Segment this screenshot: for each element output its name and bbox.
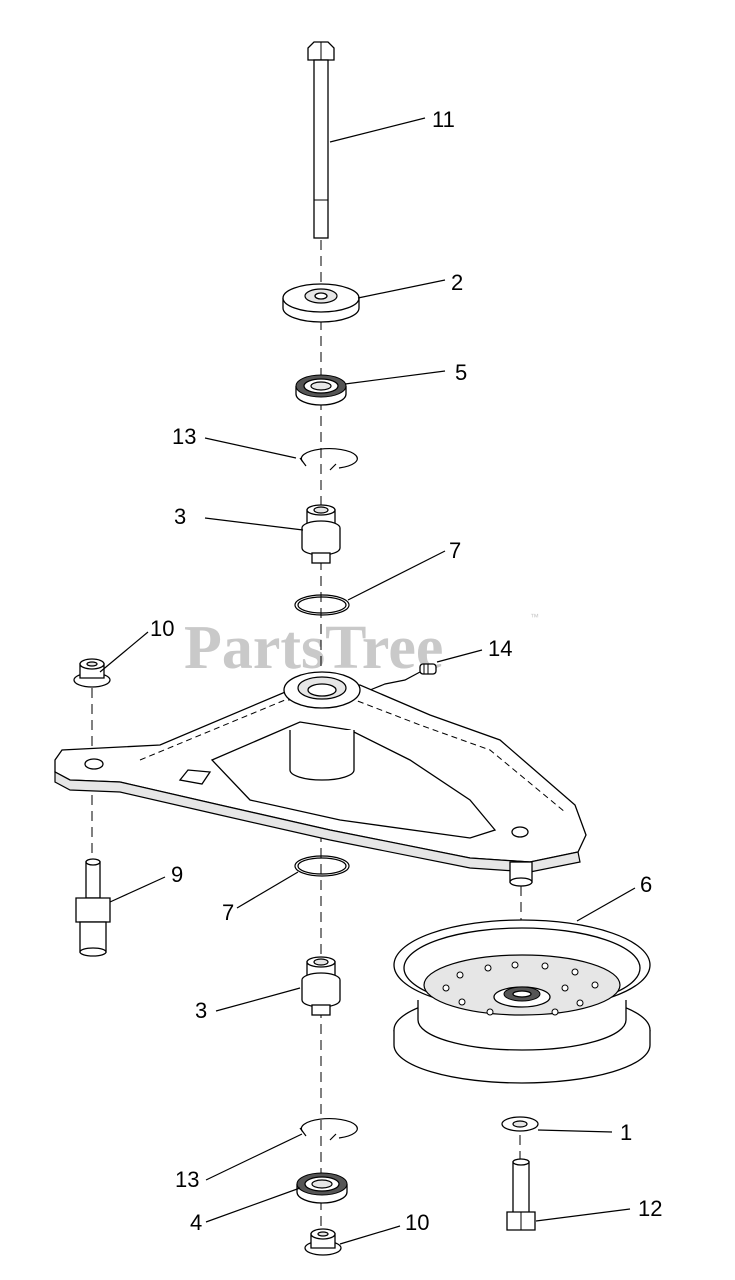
part-o-ring-bottom-inner bbox=[297, 857, 347, 875]
part-pulley bbox=[393, 919, 651, 1084]
part-bearing-bottom bbox=[296, 1172, 348, 1204]
callout-3-bottom: 3 bbox=[195, 998, 207, 1023]
part-o-ring-top-inner bbox=[297, 596, 347, 614]
watermark-text: PartsTree bbox=[184, 614, 443, 682]
watermark-trademark: ™ bbox=[530, 612, 539, 622]
part-spacer-top bbox=[301, 504, 341, 564]
callout-9: 9 bbox=[171, 862, 183, 887]
callout-5: 5 bbox=[455, 360, 467, 385]
callout-labels: 11 2 5 13 3 7 10 14 9 7 6 3 13 1 4 10 12 bbox=[150, 107, 662, 1235]
callout-14: 14 bbox=[488, 636, 512, 661]
part-bolt-long bbox=[307, 41, 335, 239]
callout-11: 11 bbox=[432, 107, 455, 132]
callout-1: 1 bbox=[620, 1120, 632, 1145]
callout-13-bottom: 13 bbox=[175, 1167, 199, 1192]
callout-7-top: 7 bbox=[449, 538, 461, 563]
callout-10-bottom: 10 bbox=[405, 1210, 429, 1235]
callout-10-top: 10 bbox=[150, 616, 174, 641]
part-flange-nut-top bbox=[73, 658, 111, 688]
part-snap-ring-bottom bbox=[299, 1118, 358, 1141]
callout-7-bottom: 7 bbox=[222, 900, 234, 925]
callout-3-top: 3 bbox=[174, 504, 186, 529]
part-idler-arm bbox=[54, 671, 587, 887]
part-o-ring-bottom bbox=[294, 855, 350, 877]
part-flange-nut-bottom bbox=[304, 1228, 342, 1256]
callout-4: 4 bbox=[190, 1210, 202, 1235]
leader-lines bbox=[99, 117, 636, 1245]
part-o-ring-top bbox=[294, 594, 350, 616]
callout-13-top: 13 bbox=[172, 424, 196, 449]
part-bearing-top bbox=[295, 374, 347, 406]
callout-12: 12 bbox=[638, 1196, 662, 1221]
part-bolt-short bbox=[506, 1158, 536, 1231]
callout-6: 6 bbox=[640, 872, 652, 897]
part-spacer-bottom bbox=[301, 956, 341, 1016]
part-top-cap bbox=[282, 283, 360, 323]
part-stud bbox=[75, 858, 111, 957]
partstree-watermark: PartsTree ™ bbox=[184, 612, 539, 682]
part-grease-fitting bbox=[369, 663, 437, 691]
part-snap-ring-top bbox=[299, 448, 358, 471]
callout-2: 2 bbox=[451, 270, 463, 295]
part-washer bbox=[501, 1116, 539, 1132]
